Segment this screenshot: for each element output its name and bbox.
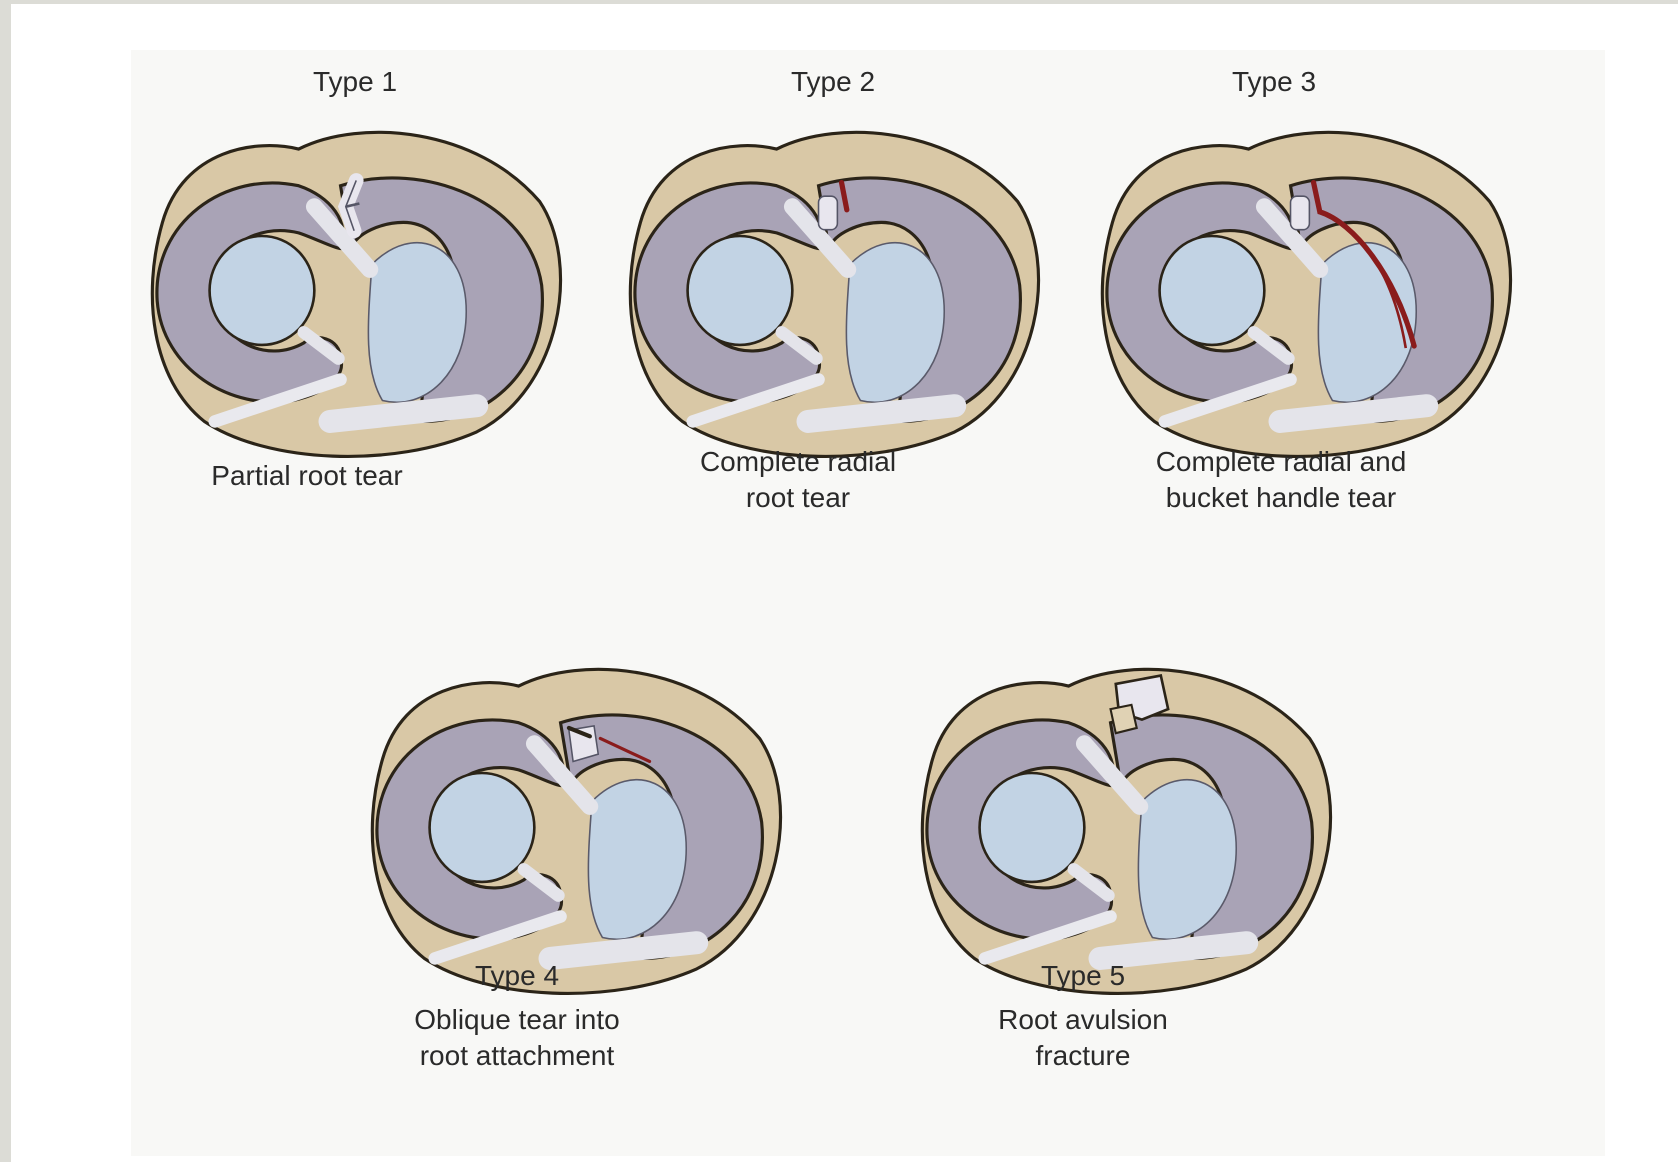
panel-5-caption-line-2: fracture	[913, 1038, 1253, 1074]
panel-4-illustration	[351, 632, 791, 1002]
left-border-band	[0, 0, 11, 1162]
panel-1-illustration	[131, 95, 571, 465]
panel-2-caption-line-1: Complete radial	[628, 444, 968, 480]
panel-3-caption-line-1: Complete radial and	[1111, 444, 1451, 480]
panel-1-caption-line-1: Partial root tear	[137, 458, 477, 494]
panel-4-caption: Oblique tear into root attachment	[347, 1002, 687, 1074]
panel-3-caption: Complete radial and bucket handle tear	[1111, 444, 1451, 516]
panel-2-illustration	[609, 95, 1049, 465]
panel-5-caption-line-1: Root avulsion	[913, 1002, 1253, 1038]
panel-4-type-label: Type 4	[417, 958, 617, 994]
panel-2-caption: Complete radial root tear	[628, 444, 968, 516]
panel-1-caption: Partial root tear	[137, 458, 477, 494]
panel-5-caption: Root avulsion fracture	[913, 1002, 1253, 1074]
panel-4-caption-line-1: Oblique tear into	[347, 1002, 687, 1038]
panel-4-caption-line-2: root attachment	[347, 1038, 687, 1074]
panel-5-illustration	[901, 632, 1341, 1002]
panel-3-illustration	[1081, 95, 1521, 465]
top-border-band	[0, 0, 1678, 4]
panel-2-caption-line-2: root tear	[628, 480, 968, 516]
figure-panel: Type 1 Partial root tear Type 2	[131, 50, 1605, 1156]
panel-5-type-label: Type 5	[983, 958, 1183, 994]
panel-3-caption-line-2: bucket handle tear	[1111, 480, 1451, 516]
